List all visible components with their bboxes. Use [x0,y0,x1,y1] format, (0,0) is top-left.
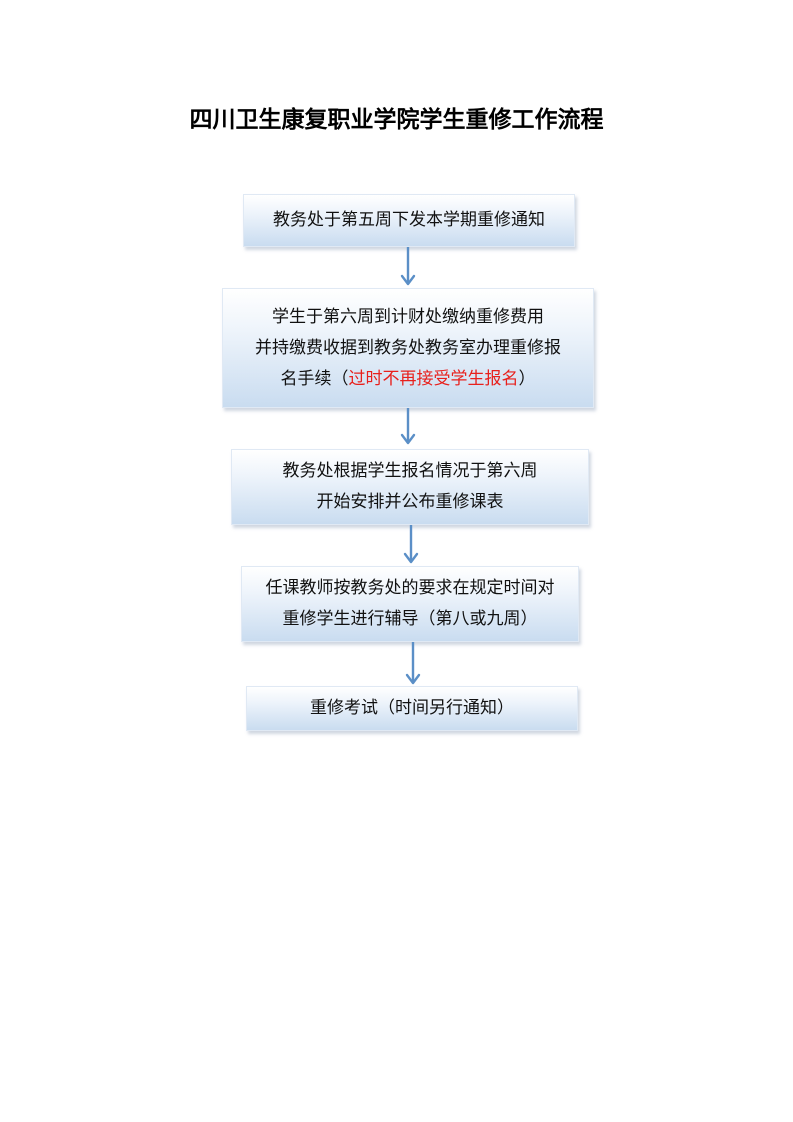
step-4-line-1: 任课教师按教务处的要求在规定时间对 [265,578,555,598]
arrow-down-icon [405,642,421,685]
flow-step-2: 学生于第六周到计财处缴纳重修费用 并持缴费收据到教务处教务室办理重修报 名手续（… [222,288,594,408]
arrow-down-icon [400,247,416,286]
step-4-line-2: 重修学生进行辅导（第八或九周） [282,609,538,629]
arrow-down-icon [400,408,416,445]
step-2-line-1: 学生于第六周到计财处缴纳重修费用 [272,306,544,327]
step-2-line-3-prefix: 名手续（ [280,368,349,389]
arrow-down-icon [403,525,419,564]
step-3-line-1: 教务处根据学生报名情况于第六周 [282,461,538,481]
step-3-line-2: 开始安排并公布重修课表 [316,492,504,512]
step-5-line-1: 重修考试（时间另行通知） [310,698,514,718]
flow-step-1: 教务处于第五周下发本学期重修通知 [243,194,575,247]
step-2-line-3: 名手续（过时不再接受学生报名） [281,364,536,395]
deadline-warning: 过时不再接受学生报名 [348,368,519,389]
page-title: 四川卫生康复职业学院学生重修工作流程 [189,107,604,133]
flow-step-4: 任课教师按教务处的要求在规定时间对 重修学生进行辅导（第八或九周） [241,566,579,642]
step-1-line-1: 教务处于第五周下发本学期重修通知 [273,210,545,230]
flow-step-5: 重修考试（时间另行通知） [246,686,578,731]
step-2-line-3-suffix: ） [518,368,536,389]
flow-step-3: 教务处根据学生报名情况于第六周 开始安排并公布重修课表 [231,449,589,525]
step-2-line-2: 并持缴费收据到教务处教务室办理重修报 [255,337,561,358]
